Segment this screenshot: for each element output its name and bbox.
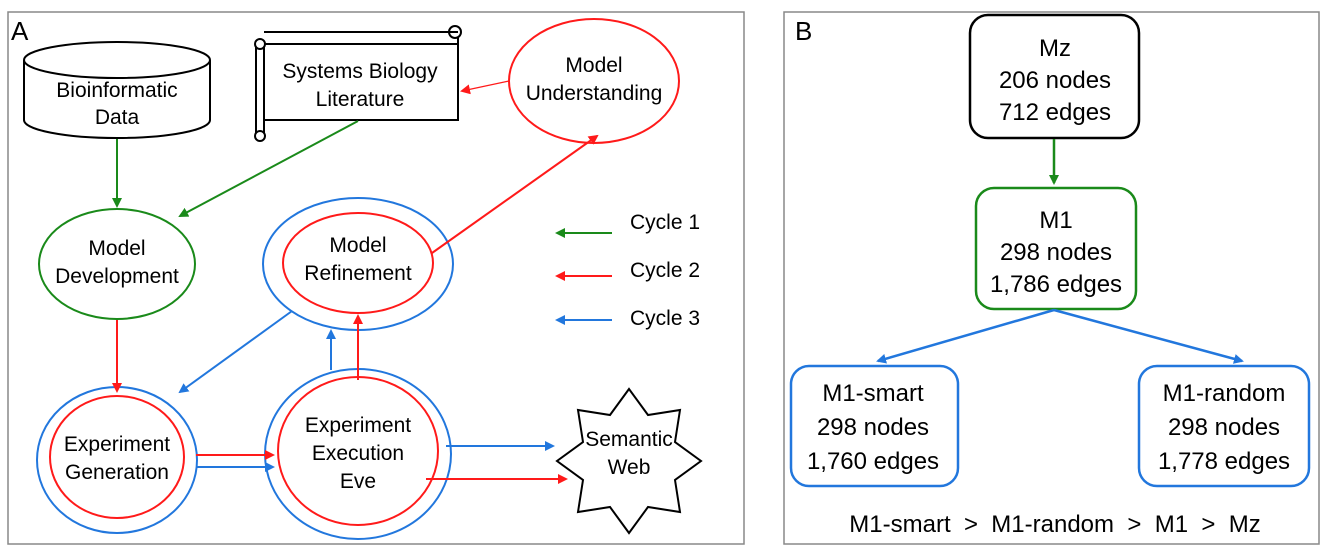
m1-smart-edges: 1,760 edges bbox=[807, 448, 939, 475]
mz-nodes: 206 nodes bbox=[999, 67, 1111, 94]
systems-biology-literature-scroll: Systems Biology Literature bbox=[254, 25, 462, 142]
panel-b-frame bbox=[783, 11, 1320, 545]
legend-label-cycle-2: Cycle 2 bbox=[630, 259, 700, 282]
ranking-text: M1-smart > M1-random > M1 > Mz bbox=[849, 511, 1260, 538]
experiment-execution-node: Experiment Execution Eve bbox=[264, 368, 452, 540]
semantic-web-line-1: Semantic bbox=[585, 428, 673, 451]
m1-nodes: 298 nodes bbox=[1000, 239, 1112, 266]
panel-b-label: B bbox=[795, 16, 812, 46]
bioinformatic-data-cylinder: Bioinformatic Data bbox=[23, 41, 211, 139]
arrow-refinement-to-understanding bbox=[431, 134, 599, 254]
m1-random-edges: 1,778 edges bbox=[1158, 448, 1290, 475]
experiment-execution-line-1: Experiment bbox=[305, 414, 411, 437]
experiment-generation-node: Experiment Generation bbox=[36, 386, 198, 534]
panel-a-frame bbox=[7, 11, 745, 545]
m1-random-node: M1-random 298 nodes 1,778 edges bbox=[1137, 364, 1311, 488]
arrow-understanding-to-literature bbox=[460, 80, 510, 95]
mz-node: Mz 206 nodes 712 edges bbox=[968, 13, 1141, 140]
mz-edges: 712 edges bbox=[999, 99, 1111, 126]
m1-smart-nodes: 298 nodes bbox=[817, 414, 929, 441]
arrow-literature-to-development bbox=[178, 120, 359, 217]
experiment-generation-line-1: Experiment bbox=[64, 433, 170, 456]
m1-name: M1 bbox=[1039, 207, 1072, 234]
experiment-generation-line-2: Generation bbox=[65, 461, 169, 484]
m1-random-nodes: 298 nodes bbox=[1168, 414, 1280, 441]
model-refinement-line-2: Refinement bbox=[304, 262, 412, 285]
arrow-refinement-to-generation bbox=[178, 310, 293, 394]
model-development-node: Model Development bbox=[38, 208, 196, 320]
literature-line-1: Systems Biology bbox=[282, 60, 438, 83]
m1-random-name: M1-random bbox=[1163, 380, 1286, 407]
panel-a: A Bioinformatic Data Systems Biology Lit… bbox=[7, 11, 745, 545]
bioinformatic-data-line-1: Bioinformatic bbox=[56, 79, 177, 102]
mz-name: Mz bbox=[1039, 35, 1071, 62]
experiment-execution-line-3: Eve bbox=[340, 470, 376, 493]
literature-line-2: Literature bbox=[316, 88, 405, 111]
arrow-m1-to-m1-smart bbox=[876, 308, 1055, 364]
legend-label-cycle-1: Cycle 1 bbox=[630, 211, 700, 234]
legend: Cycle 1 Cycle 2 Cycle 3 bbox=[555, 211, 700, 330]
model-refinement-line-1: Model bbox=[329, 234, 386, 257]
model-development-line-2: Development bbox=[55, 265, 179, 288]
model-development-line-1: Model bbox=[88, 237, 145, 260]
arrow-m1-to-m1-random bbox=[1053, 308, 1244, 364]
panel-a-label: A bbox=[11, 16, 29, 46]
m1-edges: 1,786 edges bbox=[990, 271, 1122, 298]
legend-label-cycle-3: Cycle 3 bbox=[630, 307, 700, 330]
model-understanding-node: Model Understanding bbox=[508, 18, 680, 144]
model-refinement-node: Model Refinement bbox=[262, 197, 454, 331]
m1-smart-name: M1-smart bbox=[822, 380, 924, 407]
experiment-execution-line-2: Execution bbox=[312, 442, 404, 465]
model-understanding-line-1: Model bbox=[565, 54, 622, 77]
bioinformatic-data-line-2: Data bbox=[95, 106, 140, 129]
semantic-web-star: Semantic Web bbox=[555, 387, 703, 535]
semantic-web-line-2: Web bbox=[608, 456, 651, 479]
panel-b: B Mz 206 nodes 712 edges M1 298 nodes 1,… bbox=[783, 11, 1320, 545]
m1-smart-node: M1-smart 298 nodes 1,760 edges bbox=[789, 364, 960, 488]
model-understanding-line-2: Understanding bbox=[526, 82, 663, 105]
m1-node: M1 298 nodes 1,786 edges bbox=[974, 186, 1138, 311]
